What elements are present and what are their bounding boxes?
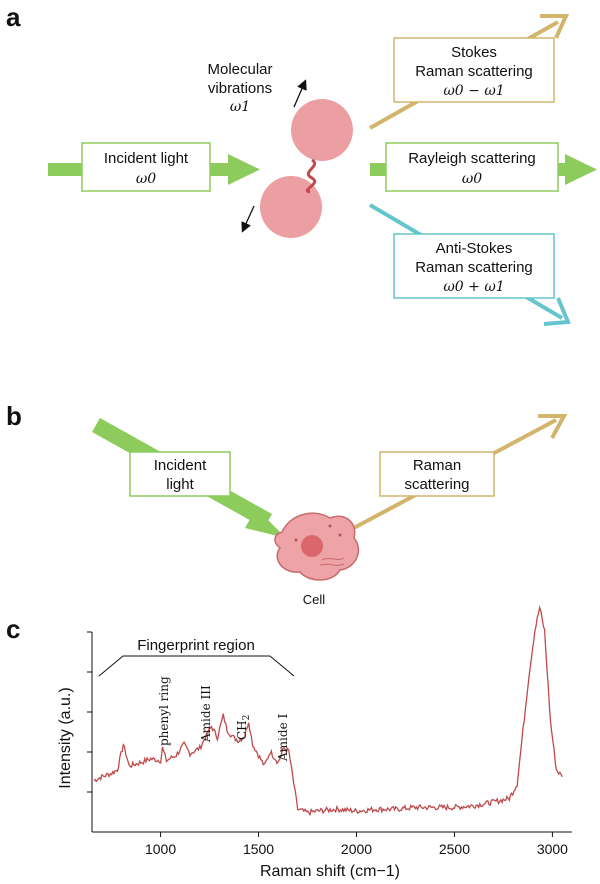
incident-light-label: Incident light xyxy=(104,150,189,167)
incident-b-line1: Incident xyxy=(154,457,207,474)
x-tick-label: 1000 xyxy=(145,841,176,857)
y-ticks xyxy=(87,631,92,793)
vibrations-line1: Molecular xyxy=(207,61,272,78)
panel-c-letter: c xyxy=(6,614,20,644)
antistokes-line3: ω0 + ω1 xyxy=(443,279,504,295)
x-ticks: 1000 1500 2000 2500 3000 xyxy=(145,832,568,857)
annotation-phenyl-ring: phenyl ring xyxy=(157,676,171,746)
vibration-arrow-down xyxy=(241,205,255,233)
fingerprint-label: Fingerprint region xyxy=(137,637,255,654)
annotation-amide-i: Amide I xyxy=(276,714,290,762)
cell-illustration xyxy=(274,512,360,581)
x-tick-label: 2000 xyxy=(341,841,372,857)
stokes-line3: ω0 − ω1 xyxy=(443,83,504,99)
annotation-ch2: CH2 xyxy=(235,715,252,740)
vibrations-omega: ω1 xyxy=(230,99,250,115)
raman-b-line2: scattering xyxy=(404,476,469,493)
raman-b-line1: Raman xyxy=(413,457,461,474)
raman-box-b xyxy=(379,451,495,497)
incident-b-line2: light xyxy=(166,476,194,493)
panel-a-letter: a xyxy=(6,2,21,32)
x-axis-title: Raman shift (cm−1) xyxy=(260,863,400,880)
rayleigh-box xyxy=(385,142,559,192)
rayleigh-omega: ω0 xyxy=(462,171,482,187)
rayleigh-line1: Rayleigh scattering xyxy=(408,150,536,167)
stokes-box xyxy=(393,37,555,103)
incident-light-omega: ω0 xyxy=(136,171,156,187)
molecule xyxy=(260,99,353,238)
x-tick-label: 3000 xyxy=(537,841,568,857)
incident-light-box-b xyxy=(129,451,231,497)
atom-top xyxy=(291,99,353,161)
vibrations-line2: vibrations xyxy=(208,80,272,97)
y-axis-title: Intensity (a.u.) xyxy=(57,687,74,788)
x-tick-label: 2500 xyxy=(439,841,470,857)
incident-light-box xyxy=(81,142,211,192)
annotation-amide-iii: Amide III xyxy=(199,685,213,743)
stokes-line2: Raman scattering xyxy=(415,63,533,80)
spectrum-line xyxy=(93,604,563,817)
antistokes-box xyxy=(393,233,555,299)
fingerprint-bracket xyxy=(98,655,295,677)
panel-b-letter: b xyxy=(6,401,22,431)
bond-spring xyxy=(306,158,317,194)
antistokes-line2: Raman scattering xyxy=(415,259,533,276)
antistokes-line1: Anti-Stokes xyxy=(436,240,513,257)
cell-label: Cell xyxy=(303,592,326,607)
stokes-line1: Stokes xyxy=(451,44,497,61)
vibration-arrow-up xyxy=(293,79,307,108)
x-tick-label: 1500 xyxy=(243,841,274,857)
